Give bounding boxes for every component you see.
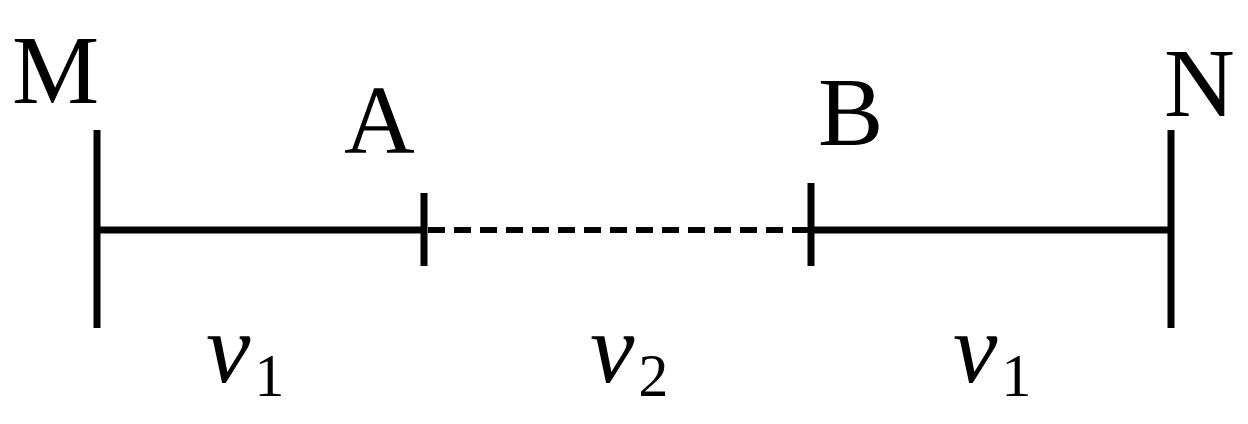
velocity-symbol: v (206, 293, 251, 404)
point-label-a: A (344, 67, 415, 175)
velocity-symbol: v (953, 293, 998, 404)
point-label-m: M (12, 17, 99, 125)
velocity-subscript: 1 (1001, 343, 1031, 409)
velocity-label-ma: v1 (206, 293, 284, 409)
velocity-subscript: 1 (254, 343, 284, 409)
point-label-b: B (818, 59, 883, 167)
point-label-n: N (1164, 30, 1235, 138)
velocity-subscript: 2 (638, 343, 668, 409)
velocity-label-bn: v1 (953, 293, 1031, 409)
velocity-symbol: v (590, 293, 635, 404)
velocity-label-ab: v2 (590, 293, 668, 409)
